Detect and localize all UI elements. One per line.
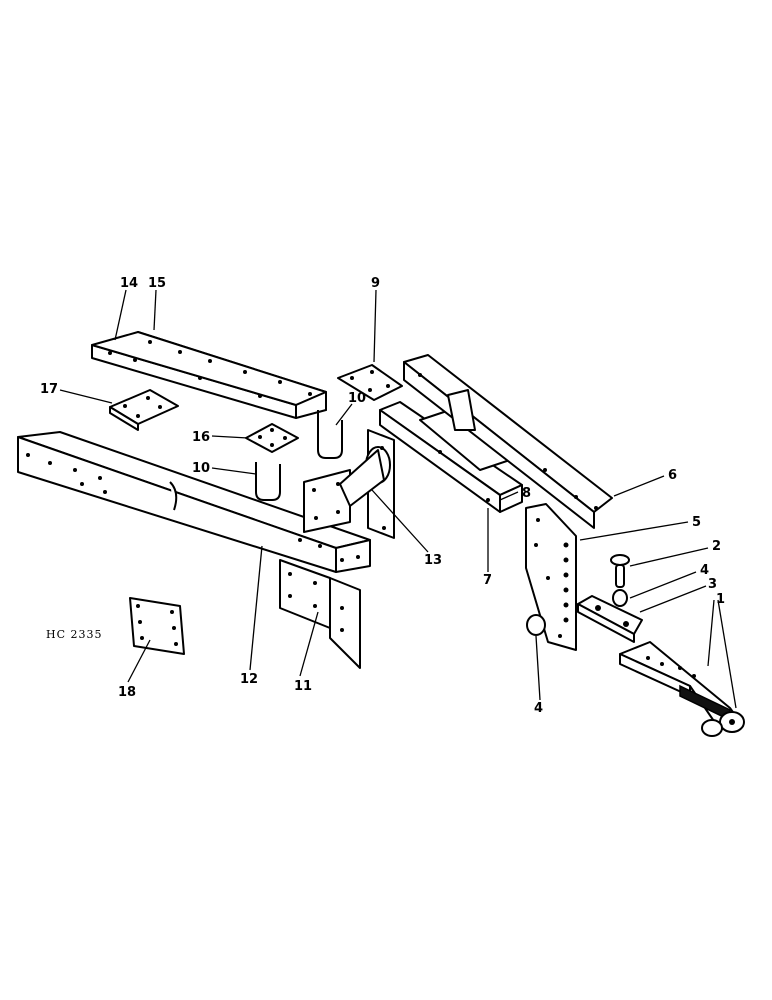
callout-15: 15 xyxy=(148,276,166,291)
callout-9: 9 xyxy=(371,276,380,291)
callout-11: 11 xyxy=(294,679,312,694)
callout-10-upper: 10 xyxy=(348,391,366,406)
pin-2 xyxy=(610,554,630,588)
plate-16 xyxy=(245,423,299,453)
callout-6: 6 xyxy=(668,468,677,483)
leader-lines xyxy=(59,289,737,709)
clevis-3 xyxy=(577,595,643,643)
nut-4-lower xyxy=(526,614,546,636)
plate-18 xyxy=(129,597,185,655)
bracket-11 xyxy=(279,559,361,669)
callout-17: 17 xyxy=(40,382,58,397)
u-bolt-10-upper xyxy=(317,410,343,459)
callout-8: 8 xyxy=(522,486,531,501)
callout-14: 14 xyxy=(120,276,138,291)
arm-6 xyxy=(403,354,613,529)
hitch-plate-5 xyxy=(525,503,577,651)
u-bolt-10-lower xyxy=(255,462,281,501)
frame-tube-12 xyxy=(17,431,371,573)
callout-2: 2 xyxy=(712,539,721,554)
callout-4-upper: 4 xyxy=(700,563,709,578)
plate-9 xyxy=(337,364,403,401)
callout-4-lower: 4 xyxy=(534,701,543,716)
callout-7: 7 xyxy=(483,573,492,588)
figure-code: HC 2335 xyxy=(46,628,103,641)
callout-10-lower: 10 xyxy=(192,461,210,476)
callout-13: 13 xyxy=(424,553,442,568)
bracket-13 xyxy=(303,429,395,539)
callout-3: 3 xyxy=(708,577,717,592)
callout-1: 1 xyxy=(716,592,725,607)
callout-5: 5 xyxy=(692,515,701,530)
nut-4-upper xyxy=(612,589,628,607)
angle-strips-14-15 xyxy=(91,331,327,419)
plate-17 xyxy=(109,389,179,431)
drawbar-1 xyxy=(619,641,745,737)
callout-16: 16 xyxy=(192,430,210,445)
channel-7-8 xyxy=(379,401,523,513)
callout-18: 18 xyxy=(118,685,136,700)
callout-12: 12 xyxy=(240,672,258,687)
